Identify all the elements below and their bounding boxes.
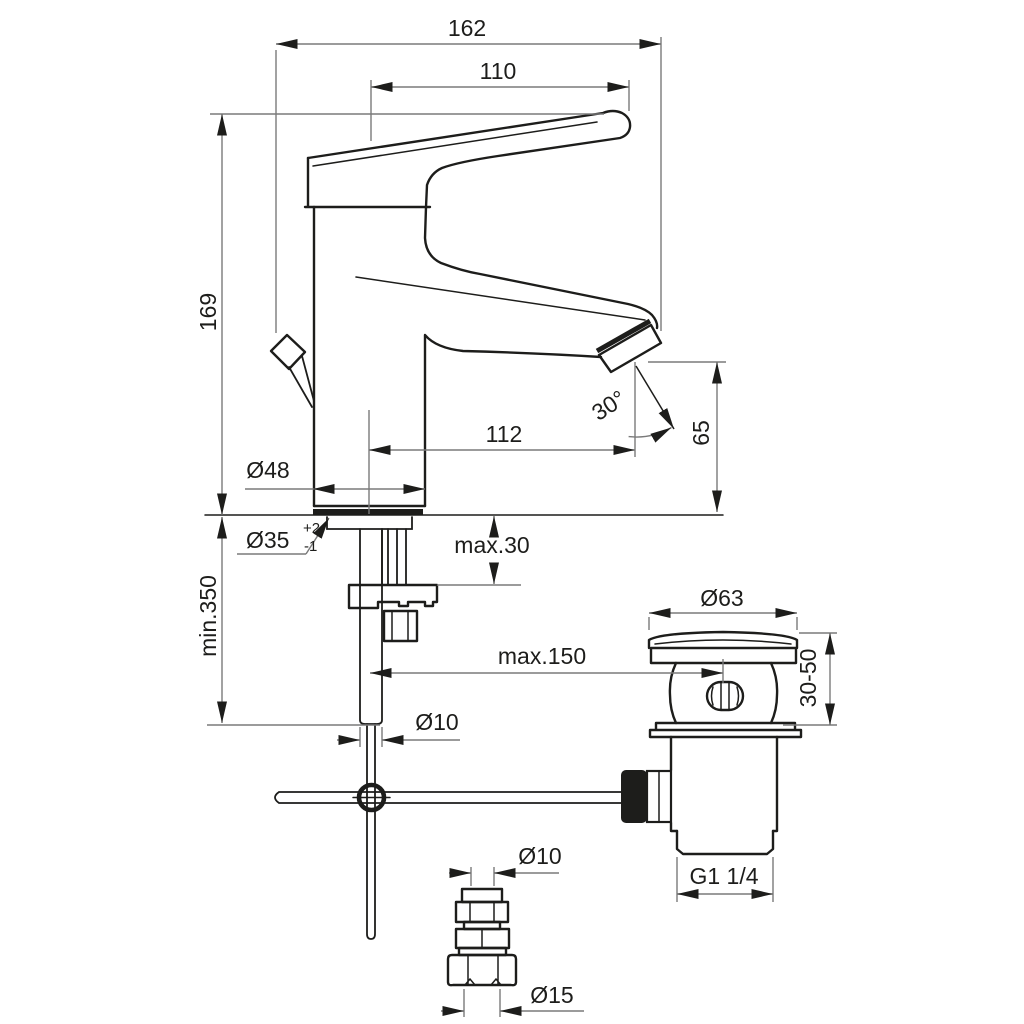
drain-flange-disc: [649, 646, 798, 665]
dim-110-label: 110: [480, 58, 517, 84]
dim-rod-d10-label: Ø10: [415, 709, 458, 735]
supply-shank-pipes: [381, 528, 407, 585]
dim-110-extensions: [370, 80, 630, 141]
dim-hose-d15-label: Ø15: [530, 982, 573, 1008]
fitting-pipe-stub: [460, 887, 504, 904]
pull-rod-upper: [359, 528, 383, 725]
dim-162-extensions: [275, 37, 662, 333]
hose-connector-fitting: [446, 887, 518, 987]
drain-tailpipe: [669, 735, 779, 833]
fitting-base-nut-facets: [464, 954, 502, 986]
side-pull-knob: [269, 333, 307, 371]
drain-skirt: [648, 721, 803, 739]
dim-30deg-arc: [628, 426, 672, 443]
dim-169-label: 169: [195, 293, 221, 331]
dim-d63-label: Ø63: [700, 585, 743, 611]
drain-assembly: [647, 630, 803, 856]
dim-30deg-label: 30°: [587, 385, 630, 426]
dim-max150-label: max.150: [498, 643, 586, 669]
dim-max30-label: max.30: [454, 532, 529, 558]
pull-rod-lower: [366, 723, 376, 940]
lift-rod-linkage: [274, 769, 673, 824]
dim-3050-label: 30-50: [795, 649, 821, 708]
drain-overflow-eye-slot: [710, 681, 740, 711]
dim-rod-d10-extensions: [359, 727, 383, 747]
dim-65-label: 65: [688, 420, 714, 446]
aerator: [597, 323, 663, 374]
dimensions: 162 110 169 min.350 Ø48 Ø35 +2 -1 max.30…: [195, 15, 837, 1017]
dim-min350-label: min.350: [195, 575, 221, 657]
lever-handle: [306, 109, 632, 209]
drain-thread: [675, 829, 775, 856]
spout-top-edge: [423, 205, 659, 330]
drain-overflow-eye: [705, 680, 745, 712]
dim-112-label: 112: [486, 421, 523, 447]
body-seam-line: [355, 276, 646, 321]
dim-g114-label: G1 1/4: [689, 863, 758, 889]
escutcheon: [303, 156, 432, 209]
drain-flange-dome: [647, 630, 799, 650]
dim-d35-label: Ø35: [246, 527, 289, 553]
lever-handle-inner-line: [312, 121, 598, 167]
aerator-band: [595, 318, 652, 354]
dim-d48-label: Ø48: [246, 457, 289, 483]
mounting-hardware: [326, 516, 439, 940]
shank-flange: [326, 516, 413, 530]
mounting-nut-facets: [391, 610, 409, 642]
dim-d63-extensions: [648, 617, 798, 630]
dim-30deg-direction-arrow: [635, 365, 675, 430]
mounting-nut: [382, 609, 419, 643]
drain-flange-inner-line: [654, 639, 792, 645]
side-pull-knob-stem: [288, 355, 315, 408]
dim-d35-tolerance-upper: +2: [303, 520, 320, 537]
linkage-knob: [621, 770, 647, 823]
fitting-compression-nut-facets: [469, 901, 495, 923]
dim-hose-d10-label: Ø10: [518, 843, 561, 869]
spout-underside: [423, 333, 603, 508]
fitting-compression-nut: [454, 900, 510, 924]
faucet-outline: [204, 109, 724, 516]
fitting-base-nut: [446, 953, 518, 987]
dim-d35-tolerance-lower: -1: [304, 538, 317, 555]
fitting-union-body: [454, 927, 511, 950]
dim-hose-d10-extensions: [470, 867, 495, 886]
horizontal-linkage-bar: [274, 791, 622, 804]
dim-162-label: 162: [448, 15, 486, 41]
base-gasket: [313, 509, 423, 515]
dim-hose-d15-extensions: [463, 989, 501, 1017]
dim-d35-leader: [305, 517, 330, 555]
horseshoe-washer: [347, 583, 439, 610]
